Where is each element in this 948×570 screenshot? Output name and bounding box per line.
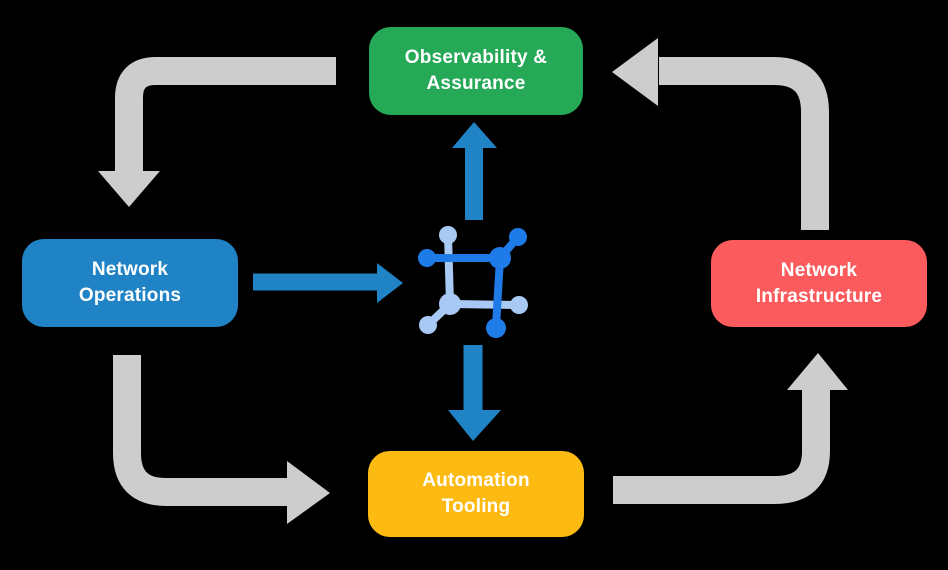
network-mesh-icon: [418, 226, 528, 338]
flow-arrowhead-down: [448, 410, 501, 441]
flow-arrows: [253, 122, 501, 441]
cycle-arrowhead-down: [98, 171, 160, 207]
cycle-arrows: [98, 38, 848, 524]
node-automation-box: [368, 451, 584, 537]
cycle-arrow-operations-to-automation: [113, 355, 288, 506]
cycle-arrow-automation-to-infrastructure: [613, 390, 830, 504]
node-observability-box: [369, 27, 583, 115]
cycle-arrowhead-left: [612, 38, 658, 106]
network-mesh-icon-dark: [418, 228, 527, 338]
node-operations-box: [22, 239, 238, 327]
cycle-arrowhead-right: [287, 461, 330, 524]
flow-arrowhead-right: [377, 263, 403, 303]
cycle-arrowhead-up: [787, 353, 848, 390]
network-mesh-icon-light: [419, 226, 528, 334]
cycle-arrow-infrastructure-to-observability: [659, 57, 829, 230]
cycle-arrow-observability-to-operations: [115, 57, 336, 174]
node-infrastructure-box: [711, 240, 927, 327]
flow-arrowhead-up: [452, 122, 497, 148]
